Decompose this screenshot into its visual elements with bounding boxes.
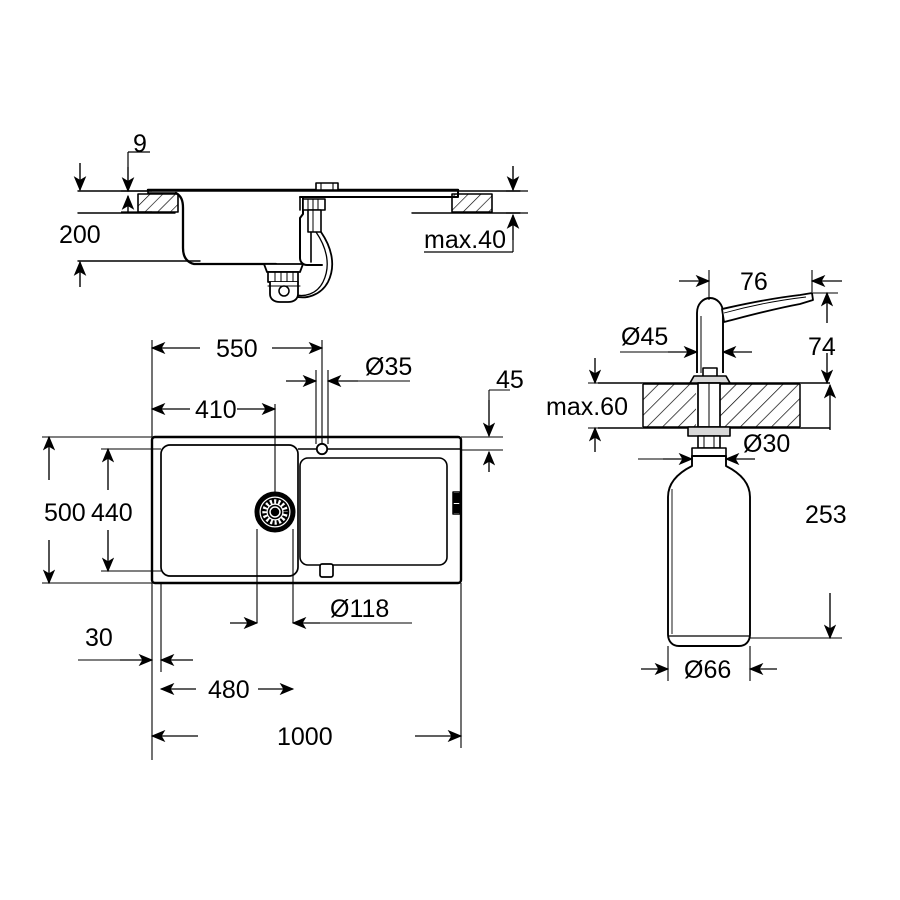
drain-strainer-assembly <box>263 263 304 303</box>
lever-highlight <box>723 296 807 314</box>
countertop-hatch-right <box>719 384 800 427</box>
sink-bowl-profile <box>174 191 278 266</box>
dim-410-label: 410 <box>195 396 237 424</box>
plan-dimensions: 550 Ø35 410 45 <box>42 335 524 760</box>
dim-d118-label: Ø118 <box>330 595 389 623</box>
dim-480-label: 480 <box>208 676 250 704</box>
dim-74-label: 74 <box>808 333 836 361</box>
dim-d30-label: Ø30 <box>743 430 790 458</box>
soap-dispenser-view <box>598 292 830 647</box>
dim-500-label: 500 <box>44 499 86 527</box>
sink-bowl-outline <box>160 444 299 577</box>
dim-1000 <box>150 583 463 748</box>
dim-9 <box>121 151 152 213</box>
worktop-hatch-left <box>137 193 179 213</box>
dim-45 <box>461 389 510 472</box>
tap-hole-boss <box>315 182 339 191</box>
dim-max40-label: max.40 <box>424 226 506 254</box>
dim-max60-label: max.60 <box>546 393 628 421</box>
dim-440-label: 440 <box>91 499 133 527</box>
dim-74 <box>812 291 838 385</box>
dim-76-label: 76 <box>740 268 768 296</box>
drainer-outline <box>299 457 448 566</box>
tap-hole-plan <box>315 442 329 456</box>
dim-9-label: 9 <box>133 130 147 158</box>
overflow-slot <box>452 491 461 515</box>
accessory-hole <box>319 563 334 578</box>
dim-max60 <box>588 358 645 452</box>
dim-440 <box>101 447 161 573</box>
sink-cross-section-view <box>77 182 521 303</box>
sink-drainer-underside <box>299 189 459 198</box>
mounting-nut <box>687 426 731 437</box>
dim-30-label: 30 <box>85 624 113 652</box>
dim-max40 <box>424 166 528 253</box>
sink-outer-rim <box>150 435 463 585</box>
dim-500 <box>42 435 152 585</box>
dim-1000-label: 1000 <box>277 723 333 751</box>
dim-253-label: 253 <box>805 501 847 529</box>
pump-head-body <box>696 297 724 373</box>
dim-550-label: 550 <box>216 335 258 363</box>
dim-d45-label: Ø45 <box>621 323 668 351</box>
waste-valve-assembly <box>292 196 334 299</box>
bottle-collar <box>691 447 727 457</box>
soap-bottle <box>667 455 751 647</box>
dim-200-label: 200 <box>59 221 101 249</box>
dispenser-flange <box>689 375 731 384</box>
lower-stem <box>697 435 721 449</box>
section-dimensions: 9 200 max.40 <box>59 130 528 287</box>
dim-d66 <box>641 646 777 681</box>
dim-253 <box>750 383 842 640</box>
dim-45-label: 45 <box>496 366 524 394</box>
dim-d66-label: Ø66 <box>684 656 731 684</box>
countertop-hatch-left <box>643 384 696 427</box>
dim-d118 <box>230 529 412 630</box>
dim-d35-label: Ø35 <box>365 353 412 381</box>
dispenser-dimensions: 76 Ø45 74 max.60 Ø30 <box>546 268 847 684</box>
worktop-hatch-right <box>451 193 493 213</box>
dispenser-lever <box>721 292 814 323</box>
